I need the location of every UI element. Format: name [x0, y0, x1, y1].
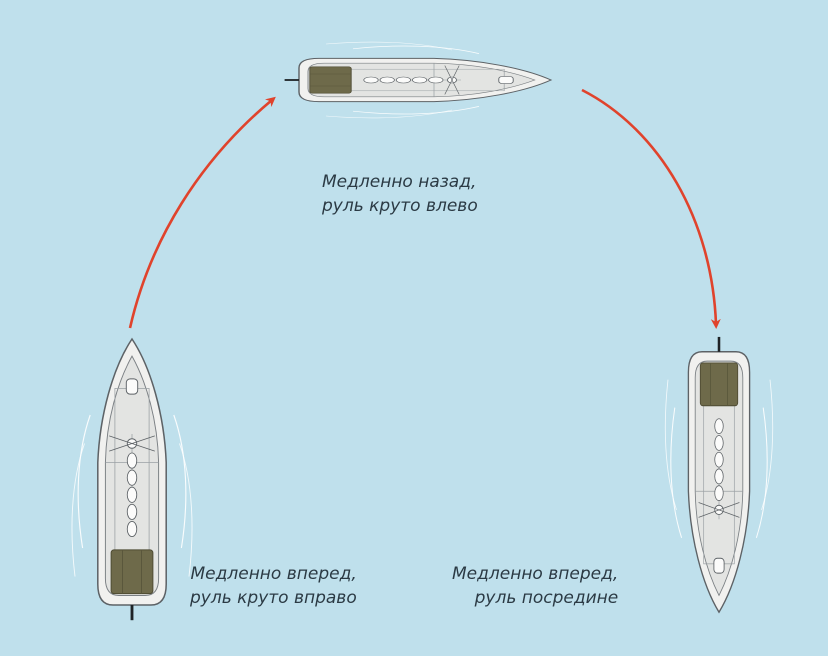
caption-left-line1: Медленно вперед,: [190, 564, 357, 584]
caption-right-line1: Медленно вперед,: [452, 564, 619, 584]
caption-right: Медленно вперед, руль посредине: [452, 562, 618, 610]
arc-arrow-left: [128, 96, 276, 329]
boat-left: [71, 337, 193, 622]
caption-top-line1: Медленно назад,: [322, 172, 477, 192]
boat-top: [283, 41, 553, 119]
boat-right: [664, 335, 774, 614]
caption-top: Медленно назад, руль круто влево: [322, 170, 478, 218]
caption-left: Медленно вперед, руль круто вправо: [190, 562, 357, 610]
caption-right-line2: руль посредине: [474, 588, 619, 608]
caption-left-line2: руль круто вправо: [190, 588, 357, 608]
arc-arrow-right: [581, 88, 721, 329]
caption-top-line2: руль круто влево: [322, 196, 478, 216]
